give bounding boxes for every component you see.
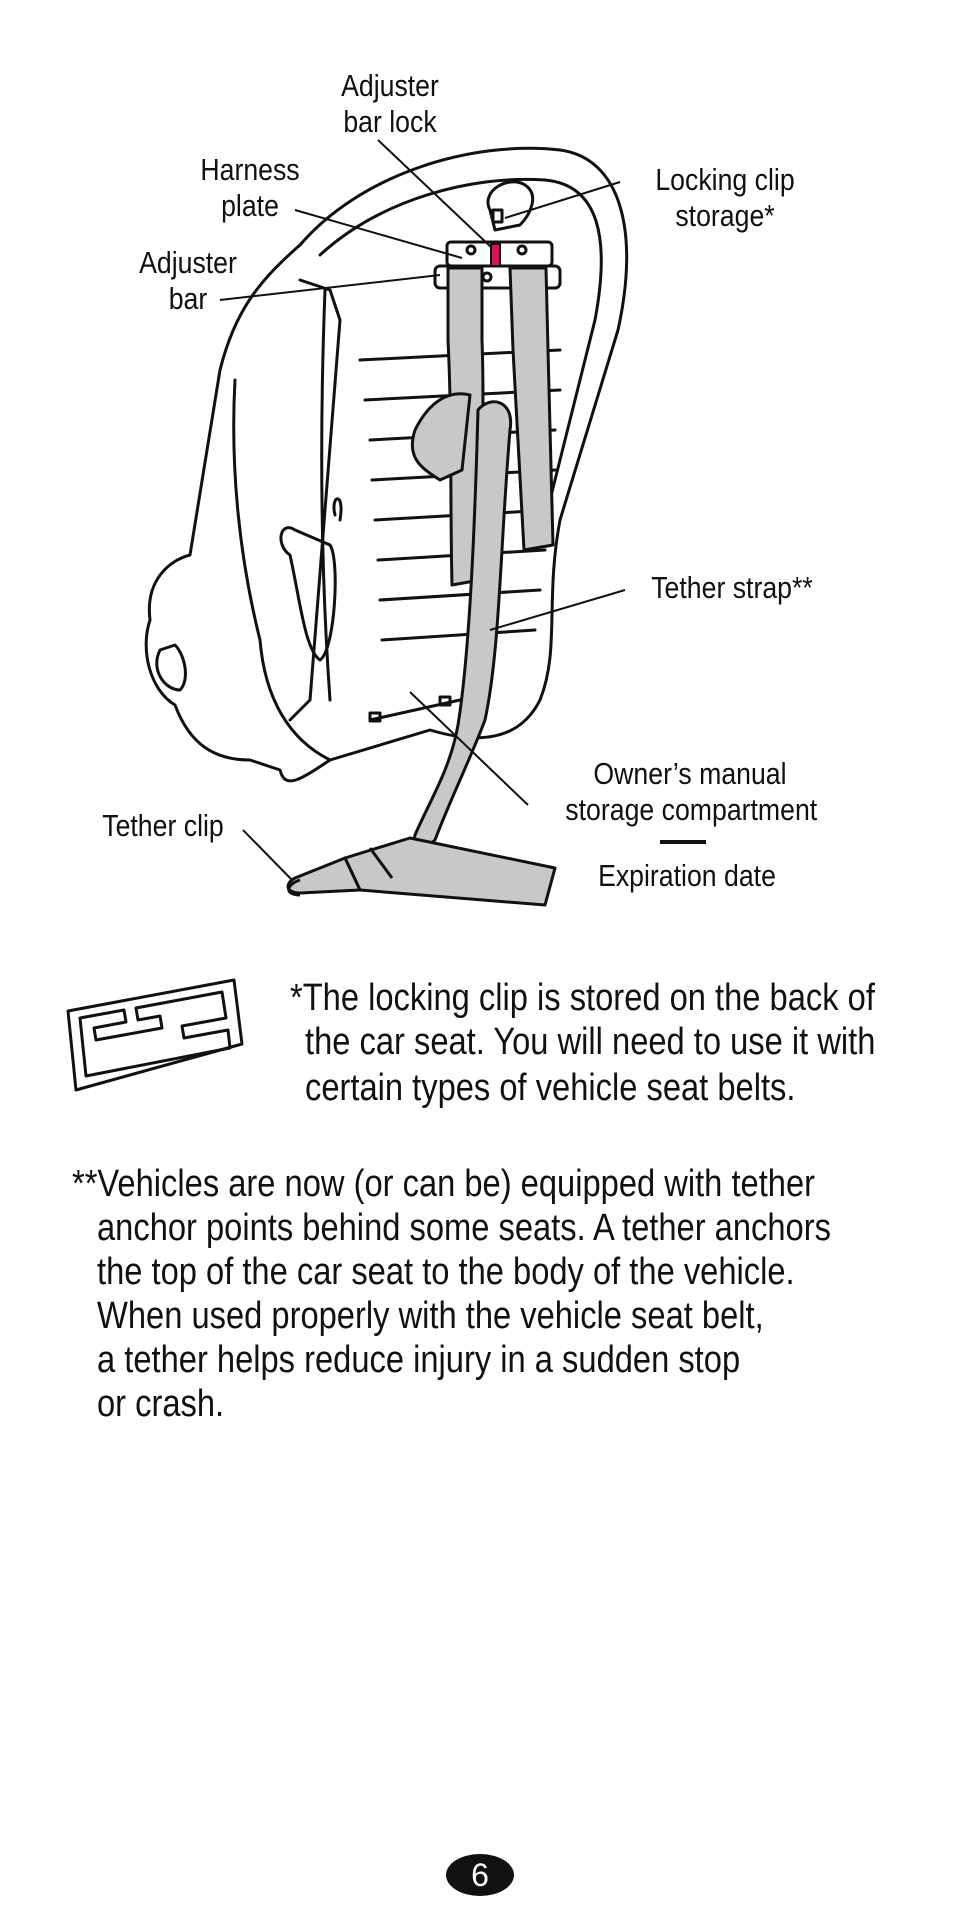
harness-strap-right: [510, 268, 553, 550]
note-line: anchor points behind some seats. A tethe…: [97, 1206, 831, 1250]
seat-foot: [157, 645, 186, 690]
label-line: Adjuster: [330, 68, 450, 104]
label-harness-plate: Harness plate: [194, 152, 306, 224]
label-line: Harness: [194, 152, 306, 188]
note-line: a tether helps reduce injury in a sudden…: [97, 1338, 740, 1382]
compartment-latch: [440, 697, 450, 705]
harness-strap-under: [412, 394, 470, 480]
label-line: Adjuster: [136, 245, 239, 281]
label-owners-manual-storage: Owner’s manual storage compartment: [565, 756, 814, 828]
leader-locking-clip: [505, 182, 620, 218]
leader-adjuster-bar: [220, 275, 440, 300]
label-line: plate: [194, 188, 306, 224]
label-line: Owner’s manual: [565, 756, 814, 792]
label-adjuster-bar-lock: Adjuster bar lock: [330, 68, 450, 140]
seat-rib: [382, 630, 535, 640]
label-locking-clip-storage: Locking clip storage*: [652, 162, 798, 234]
leader-tether-strap: [490, 590, 625, 630]
note-line: certain types of vehicle seat belts.: [305, 1066, 795, 1110]
leader-adjuster-bar-lock: [378, 140, 492, 248]
label-tether-strap: Tether strap**: [646, 570, 818, 606]
note-line: *The locking clip is stored on the back …: [290, 976, 875, 1020]
label-line: storage compartment: [565, 792, 814, 828]
compartment-latch: [370, 713, 380, 721]
leader-harness-plate: [295, 210, 462, 258]
note-line: **Vehicles are now (or can be) equipped …: [72, 1162, 815, 1206]
storage-compartment-edge: [370, 700, 460, 720]
label-line: bar lock: [330, 104, 450, 140]
label-line: Locking clip: [652, 162, 798, 198]
locking-clip-icon: [66, 970, 246, 1100]
seat-notch: [334, 499, 341, 520]
note-line: When used properly with the vehicle seat…: [97, 1294, 764, 1338]
note-line: the top of the car seat to the body of t…: [97, 1250, 795, 1294]
leader-tether-clip: [243, 830, 292, 880]
seat-shell-outline: [146, 148, 627, 781]
seat-side-wing: [234, 380, 330, 760]
page-number: 6: [446, 1854, 514, 1896]
label-line: storage*: [652, 198, 798, 234]
label-expiration-date: Expiration date: [597, 858, 778, 894]
tether-strap-end: [345, 838, 555, 905]
label-line: bar: [136, 281, 239, 317]
label-tether-clip: Tether clip: [99, 808, 228, 844]
note-line: the car seat. You will need to use it wi…: [305, 1020, 875, 1064]
note-line: or crash.: [97, 1382, 224, 1426]
seat-rib: [380, 590, 540, 600]
label-adjuster-bar: Adjuster bar: [136, 245, 239, 317]
